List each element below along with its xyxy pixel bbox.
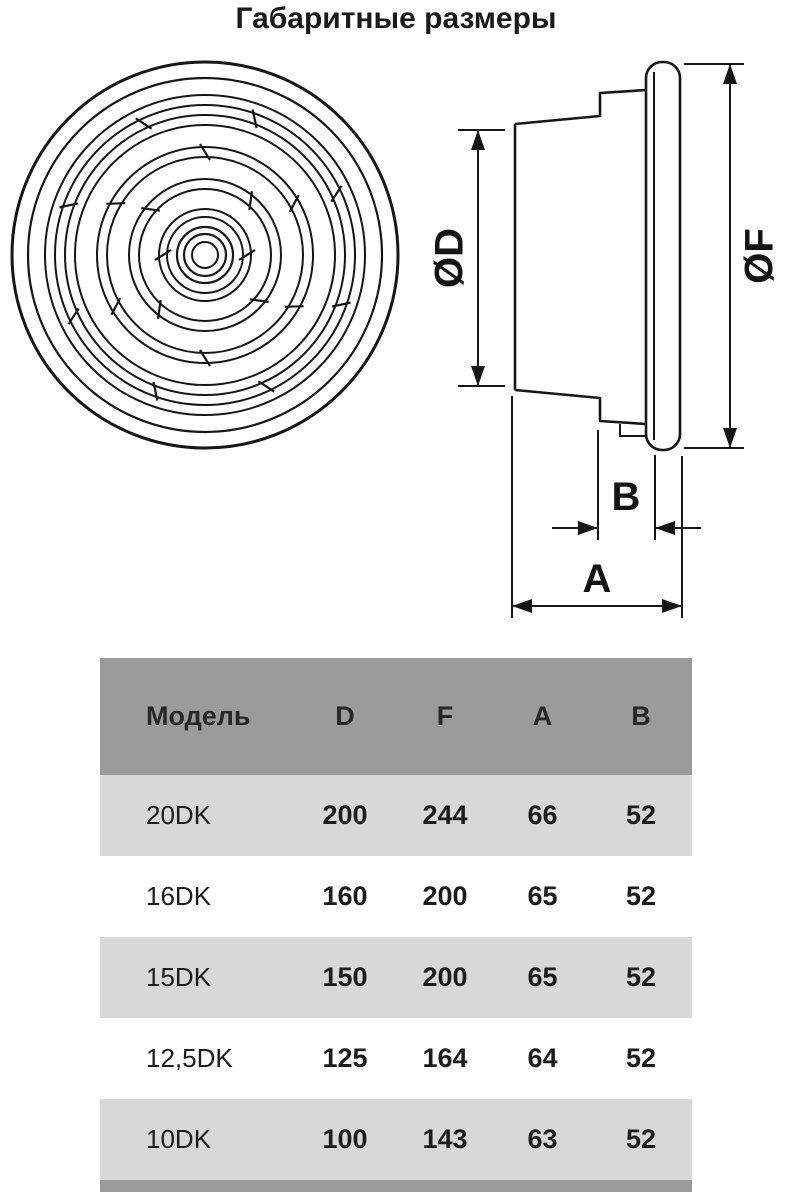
f-cell: 143	[422, 1124, 468, 1154]
model-cell: 15DK	[146, 962, 212, 992]
d-cell: 200	[322, 800, 368, 830]
front-view-drawing	[10, 60, 400, 450]
a-cell: 64	[527, 1043, 558, 1073]
model-cell: 16DK	[146, 881, 212, 911]
a-cell: 65	[527, 962, 558, 992]
b-cell: 52	[625, 800, 657, 830]
model-cell: 10DK	[146, 1124, 212, 1154]
b-cell: 52	[625, 1043, 657, 1073]
dimension-lines	[458, 63, 744, 618]
a-cell: 65	[527, 881, 558, 911]
header-a: A	[532, 701, 553, 731]
d-cell: 100	[322, 1124, 368, 1154]
table-header-row: Модель D F A B	[100, 658, 692, 775]
dim-label-b: B	[612, 475, 641, 519]
f-cell: 164	[422, 1043, 468, 1073]
b-cell: 52	[625, 881, 657, 911]
table-row: 16DK 160 200 65 52	[100, 856, 692, 937]
header-b: B	[631, 701, 651, 731]
dimensions-table: Модель D F A B 20DK 200 244 66 52 16DK 1…	[100, 658, 692, 1180]
d-cell: 125	[322, 1043, 368, 1073]
d-cell: 150	[322, 962, 368, 992]
b-cell: 52	[625, 962, 657, 992]
side-view-drawing	[513, 60, 682, 452]
dimensional-drawing: ØD ØF B A	[10, 60, 782, 618]
f-cell: 200	[422, 962, 468, 992]
table-footer-strip	[100, 1180, 692, 1192]
model-cell: 20DK	[146, 800, 212, 830]
table-row: 10DK 100 143 63 52	[100, 1099, 692, 1180]
table-row: 15DK 150 200 65 52	[100, 937, 692, 1018]
b-cell: 52	[625, 1124, 657, 1154]
d-cell: 160	[322, 881, 368, 911]
page-title: Габаритные размеры	[235, 2, 557, 35]
dim-label-a: A	[583, 557, 612, 601]
header-d: D	[335, 701, 355, 731]
f-cell: 200	[422, 881, 468, 911]
model-cell: 12,5DK	[146, 1043, 233, 1073]
table-row: 12,5DK 125 164 64 52	[100, 1018, 692, 1099]
header-model: Модель	[146, 701, 251, 731]
a-cell: 66	[527, 800, 558, 830]
f-cell: 244	[422, 800, 468, 830]
table-row: 20DK 200 244 66 52	[100, 775, 692, 856]
dim-label-diameter-d: ØD	[428, 228, 472, 288]
dimension-arrowheads	[471, 64, 737, 613]
dim-label-diameter-f: ØF	[738, 228, 782, 284]
a-cell: 63	[527, 1124, 558, 1154]
header-f: F	[436, 701, 454, 731]
louver-ticks	[59, 109, 351, 401]
